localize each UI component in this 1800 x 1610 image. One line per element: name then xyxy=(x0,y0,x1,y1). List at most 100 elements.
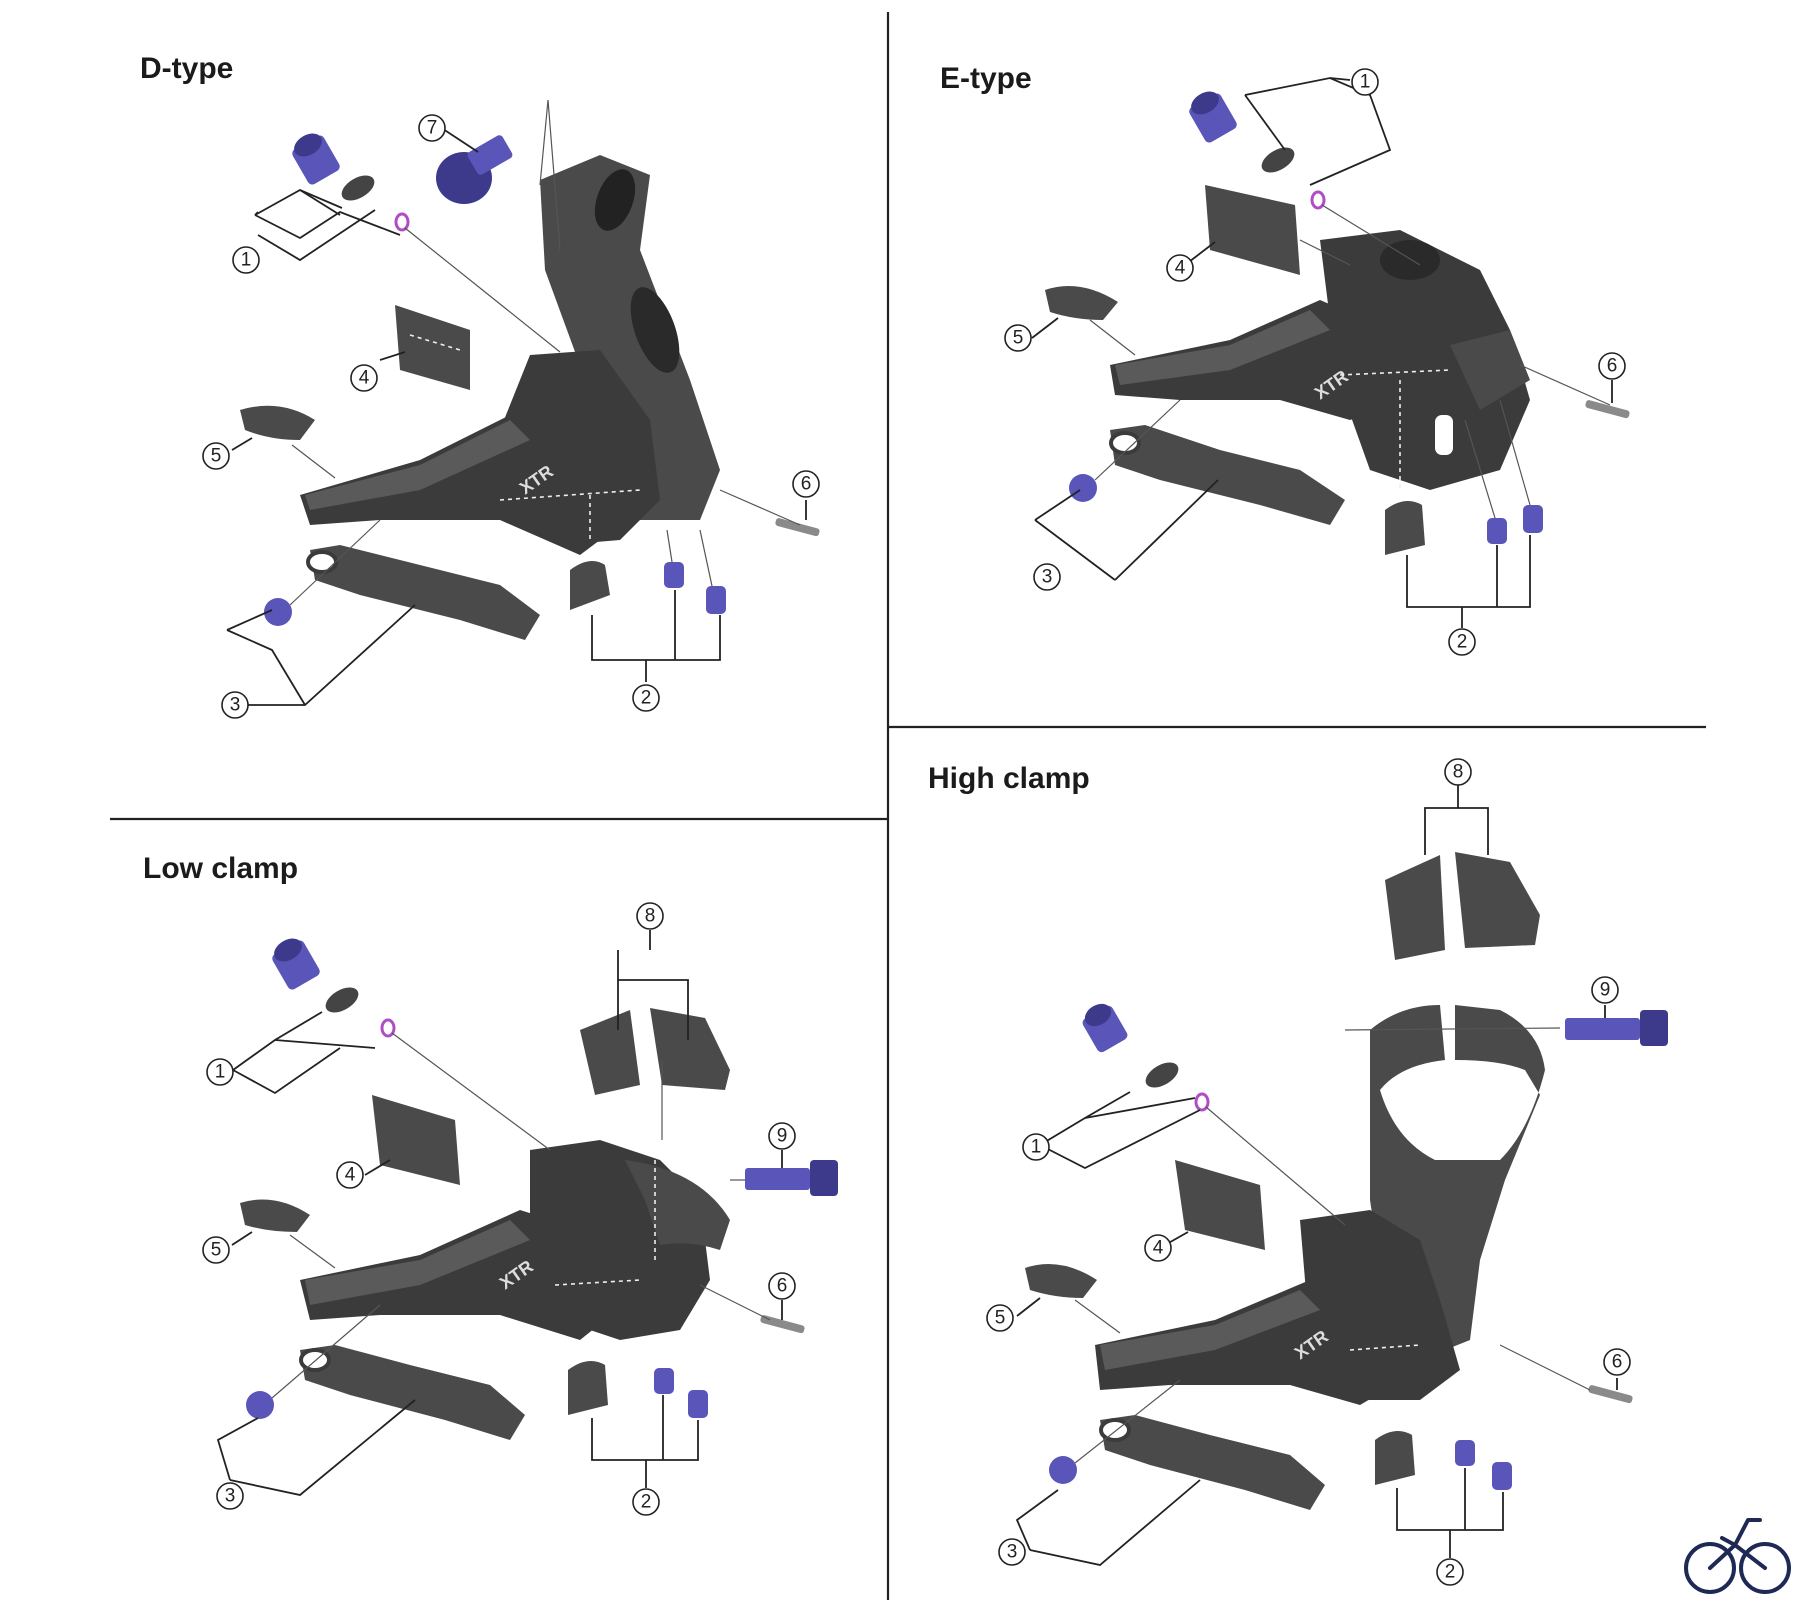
low-clamp-assembly: XTR xyxy=(300,1140,730,1340)
svg-text:6: 6 xyxy=(801,474,812,495)
e-type-cap-5 xyxy=(1045,286,1136,356)
svg-text:5: 5 xyxy=(1013,328,1024,349)
callout-d-4: 4 xyxy=(350,364,378,392)
callout-high-6: 6 xyxy=(1603,1348,1631,1376)
low-clamp-cable-cover-4 xyxy=(372,1095,460,1185)
high-clamp-link-3 xyxy=(1049,1379,1325,1510)
svg-text:1: 1 xyxy=(1360,72,1371,93)
callout-low-2: 2 xyxy=(632,1488,660,1516)
high-clamp-band-8 xyxy=(1385,852,1540,960)
callout-high-9: 9 xyxy=(1591,976,1619,1004)
low-clamp-band-8 xyxy=(580,1008,730,1140)
e-type-derailleur-body xyxy=(1320,230,1530,490)
d-type-bolt-7 xyxy=(436,135,513,204)
high-clamp-bolt-set-1 xyxy=(1082,1003,1346,1226)
callout-d-3: 3 xyxy=(221,691,249,719)
svg-text:3: 3 xyxy=(225,1486,236,1507)
low-clamp-link-3 xyxy=(246,1304,525,1440)
callout-low-6: 6 xyxy=(768,1272,796,1300)
svg-text:4: 4 xyxy=(1153,1238,1164,1259)
e-type-cable-cover-4 xyxy=(1205,185,1351,275)
e-type-assembly: XTR xyxy=(1110,230,1530,490)
svg-text:8: 8 xyxy=(1453,762,1464,783)
svg-text:8: 8 xyxy=(645,906,656,927)
callout-low-3: 3 xyxy=(216,1482,244,1510)
title-high-clamp: High clamp xyxy=(928,762,1090,795)
title-e-type: E-type xyxy=(940,62,1032,95)
bicycle-icon xyxy=(1684,1518,1791,1594)
svg-text:6: 6 xyxy=(777,1276,788,1297)
callout-high-8: 8 xyxy=(1444,758,1472,786)
low-clamp-bolt-9 xyxy=(730,1160,838,1196)
svg-text:3: 3 xyxy=(1007,1542,1018,1563)
high-clamp-chain-cage xyxy=(1095,1280,1420,1405)
callout-d-2: 2 xyxy=(632,684,660,712)
callout-low-4: 4 xyxy=(336,1161,364,1189)
callout-high-3: 3 xyxy=(998,1538,1026,1566)
callout-high-4: 4 xyxy=(1144,1234,1172,1262)
callout-e-6: 6 xyxy=(1598,352,1626,380)
svg-text:3: 3 xyxy=(230,695,241,716)
d-type-mount-plate xyxy=(540,155,720,520)
d-type-cap-5 xyxy=(240,405,336,479)
svg-text:4: 4 xyxy=(1175,258,1186,279)
callout-low-9: 9 xyxy=(768,1122,796,1150)
callout-d-7: 7 xyxy=(418,114,446,142)
svg-text:1: 1 xyxy=(1031,1137,1042,1158)
svg-text:4: 4 xyxy=(345,1165,356,1186)
svg-text:2: 2 xyxy=(641,1492,652,1513)
callout-d-1: 1 xyxy=(232,246,260,274)
callout-e-4: 4 xyxy=(1166,254,1194,282)
callout-high-5: 5 xyxy=(986,1304,1014,1332)
callout-low-5: 5 xyxy=(202,1236,230,1264)
e-type-chain-cage xyxy=(1110,300,1410,420)
e-type-bolt-set-1 xyxy=(1189,91,1421,266)
svg-text:5: 5 xyxy=(211,446,222,467)
svg-text:1: 1 xyxy=(215,1062,226,1083)
callout-low-1: 1 xyxy=(206,1058,234,1086)
low-clamp-bolt-set-1 xyxy=(272,938,551,1151)
callout-d-5: 5 xyxy=(202,442,230,470)
callout-e-3: 3 xyxy=(1033,563,1061,591)
high-clamp-cable-cover-4 xyxy=(1175,1160,1265,1250)
svg-text:9: 9 xyxy=(777,1126,788,1147)
svg-text:7: 7 xyxy=(427,118,438,139)
d-type-cable-cover-4 xyxy=(395,305,470,390)
callout-e-5: 5 xyxy=(1004,324,1032,352)
svg-text:5: 5 xyxy=(995,1308,1006,1329)
svg-text:3: 3 xyxy=(1042,567,1053,588)
low-clamp-cap-5 xyxy=(240,1199,336,1269)
d-type-bolt-set-1 xyxy=(292,133,561,353)
high-clamp-cap-5 xyxy=(1025,1264,1121,1334)
svg-text:6: 6 xyxy=(1607,356,1618,377)
high-clamp-parts-2 xyxy=(1375,1344,1633,1490)
title-low-clamp: Low clamp xyxy=(143,852,298,885)
e-type-link-3 xyxy=(1069,399,1345,525)
d-type-link-3 xyxy=(264,519,540,640)
callout-high-1: 1 xyxy=(1022,1133,1050,1161)
callout-low-8: 8 xyxy=(636,902,664,930)
title-d-type: D-type xyxy=(140,52,233,85)
svg-text:2: 2 xyxy=(641,688,652,709)
d-type-parts-2 xyxy=(570,489,820,614)
svg-text:5: 5 xyxy=(211,1240,222,1261)
svg-text:1: 1 xyxy=(241,250,252,271)
svg-text:4: 4 xyxy=(359,368,370,389)
callout-e-2: 2 xyxy=(1448,628,1476,656)
e-type-parts-2 xyxy=(1385,364,1630,555)
svg-text:2: 2 xyxy=(1457,632,1468,653)
svg-text:6: 6 xyxy=(1612,1352,1623,1373)
d-type-ring-icon xyxy=(394,212,410,232)
high-clamp-bolt-9 xyxy=(1565,1010,1668,1046)
high-clamp-assembly: XTR xyxy=(1095,1005,1561,1405)
low-clamp-parts-2 xyxy=(568,1284,805,1418)
svg-text:9: 9 xyxy=(1600,980,1611,1001)
callout-e-1: 1 xyxy=(1351,68,1379,96)
low-clamp-chain-cage xyxy=(300,1210,630,1340)
d-type-assembly: XTR xyxy=(300,99,720,555)
callout-high-2: 2 xyxy=(1436,1558,1464,1586)
callout-d-6: 6 xyxy=(792,470,820,498)
d-type-chain-cage xyxy=(300,410,640,555)
svg-text:2: 2 xyxy=(1445,1562,1456,1583)
